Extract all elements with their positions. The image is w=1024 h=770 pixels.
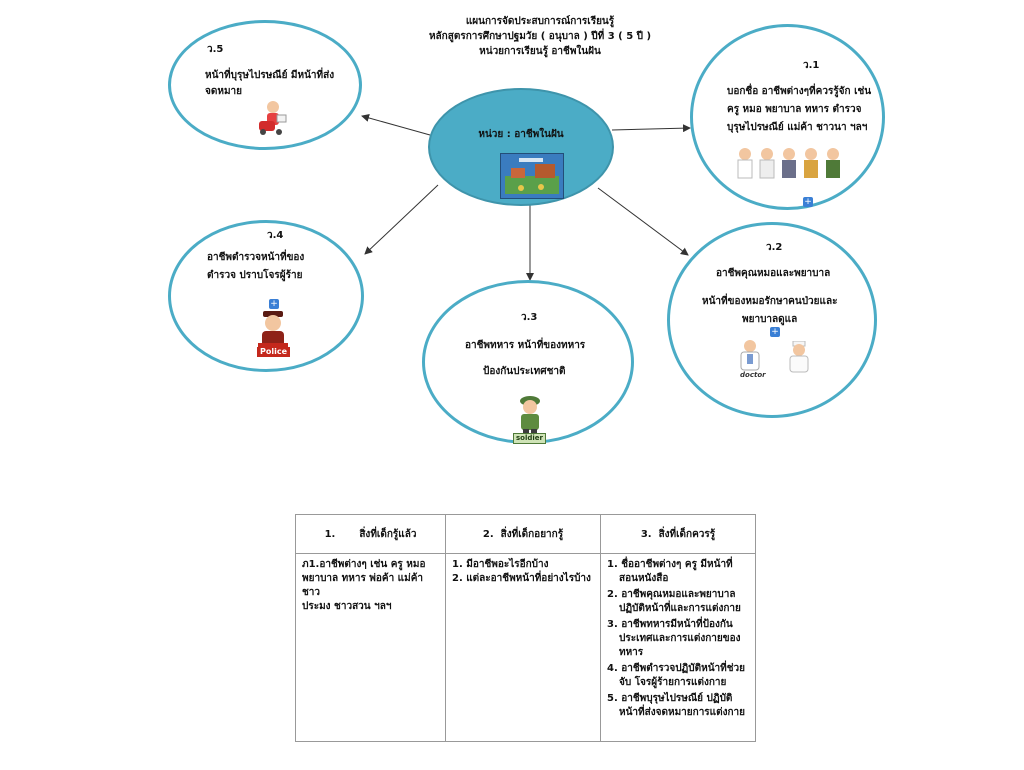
should-know-line: ประเทศและการแต่งกายของ [619, 633, 741, 644]
should-know-item: 5. อาชีพบุรุษไปรษณีย์ ปฏิบัติ หน้าที่ส่ง… [607, 692, 749, 720]
table-header-row: 1. สิ่งที่เด็กรู้แล้ว 2. สิ่งที่เด็กอยากร… [295, 514, 756, 554]
should-know-line: 2. อาชีพคุณหมอและพยาบาล [607, 589, 736, 600]
soldier-icon [520, 396, 540, 436]
want-line: 2. แต่ละอาชีพหน้าที่อย่างไรบ้าง [452, 573, 591, 584]
bubble-v1: ว.1 บอกชื่อ อาชีพต่างๆที่ควรรู้จัก เช่น … [690, 24, 885, 210]
expand-plus-icon[interactable]: + [803, 197, 813, 207]
should-know-item: 2. อาชีพคุณหมอและพยาบาล ปฏิบัติหน้าที่แล… [607, 588, 749, 616]
classroom-scene-icon [501, 154, 563, 198]
knowledge-table: 1. สิ่งที่เด็กรู้แล้ว 2. สิ่งที่เด็กอยากร… [295, 514, 756, 742]
header-number: 1. [324, 528, 336, 540]
header-label: สิ่งที่เด็กอยากรู้ [500, 528, 564, 540]
bubble-v1-line-1: บอกชื่อ อาชีพต่างๆที่ควรรู้จัก เช่น [727, 86, 872, 97]
header-number: 3. [640, 528, 652, 540]
title-line-1: แผนการจัดประสบการณ์การเรียนรู้ [465, 16, 615, 27]
should-know-line: 5. อาชีพบุรุษไปรษณีย์ ปฏิบัติ [607, 693, 733, 704]
header-number: 2. [482, 528, 494, 540]
doctor-icon [740, 340, 760, 371]
title-line-2: หลักสูตรการศึกษาปฐมวัย ( อนุบาล ) ปีที่ … [428, 31, 652, 42]
table-header-cell: 3. สิ่งที่เด็กควรรู้ [600, 514, 756, 554]
expand-plus-icon[interactable]: + [269, 299, 279, 309]
bubble-v2-number: ว.2 [766, 242, 783, 253]
known-line: ประมง ชาวสวน ฯลฯ [302, 601, 392, 612]
header-label: สิ่งที่เด็กควรรู้ [658, 528, 716, 540]
should-know-line: ปฏิบัติหน้าที่และการแต่งกาย [619, 603, 741, 614]
should-know-line: 4. อาชีพตำรวจปฏิบัติหน้าที่ช่วย [607, 663, 745, 674]
postman-icon [259, 101, 287, 135]
should-know-line: สอนหนังสือ [619, 573, 669, 584]
should-know-item: 4. อาชีพตำรวจปฏิบัติหน้าที่ช่วย จับ โจรผ… [607, 662, 749, 690]
nurse-icon [789, 341, 809, 373]
bubble-v5: ว.5 หน้าที่บุรุษไปรษณีย์ มีหน้าที่ส่ง จด… [168, 20, 362, 150]
bubble-v1-number: ว.1 [803, 60, 820, 71]
want-line: 1. มีอาชีพอะไรอีกบ้าง [452, 559, 549, 570]
arrow-to-v5 [361, 114, 431, 136]
known-line: ภ1.อาชีพต่างๆ เช่น ครู หมอ [302, 559, 426, 570]
title-line-3: หน่วยการเรียนรู้ อาชีพในฝัน [479, 46, 601, 57]
bubble-v3-line-1: อาชีพทหาร หน้าที่ของทหาร [465, 340, 586, 351]
bubble-v3-line-2: ป้องกันประเทศชาติ [483, 366, 566, 377]
arrow-to-v1 [611, 124, 691, 133]
bubble-v5-number: ว.5 [207, 44, 224, 55]
want-to-know-cell: 1. มีอาชีพอะไรอีกบ้าง 2. แต่ละอาชีพหน้าท… [445, 553, 601, 742]
should-know-line: 3. อาชีพทหารมีหน้าที่ป้องกัน [607, 619, 733, 630]
header-label: สิ่งที่เด็กรู้แล้ว [359, 528, 417, 540]
table-header-cell: 1. สิ่งที่เด็กรู้แล้ว [295, 514, 446, 554]
arrow-to-v4 [364, 184, 439, 255]
should-know-cell: 1. ชื่ออาชีพต่างๆ ครู มีหน้าที่ สอนหนังส… [600, 553, 756, 742]
should-know-item: 3. อาชีพทหารมีหน้าที่ป้องกัน ประเทศและกา… [607, 618, 749, 660]
should-know-line: 1. ชื่ออาชีพต่างๆ ครู มีหน้าที่ [607, 559, 733, 570]
soldier-caption: soldier [513, 433, 546, 444]
bubble-v4-number: ว.4 [267, 230, 284, 241]
expand-plus-icon[interactable]: + [770, 327, 780, 337]
center-topic-label: หน่วย : อาชีพในฝัน [478, 129, 564, 140]
bubble-v5-line-2: จดหมาย [205, 86, 243, 97]
should-know-line: จับ โจรผู้ร้ายการแต่งกาย [619, 677, 727, 688]
bubble-v2-line-1: อาชีพคุณหมอและพยาบาล [716, 268, 831, 279]
occupations-group-icon [737, 148, 840, 179]
bubble-v4-line-2: ตำรวจ ปราบโจรผู้ร้าย [207, 270, 303, 281]
bubble-v5-line-1: หน้าที่บุรุษไปรษณีย์ มีหน้าที่ส่ง [205, 70, 335, 81]
bubble-v2-line-2: หน้าที่ของหมอรักษาคนป่วยและ [702, 296, 838, 307]
arrow-to-v2 [597, 187, 689, 256]
table-header-cell: 2. สิ่งที่เด็กอยากรู้ [445, 514, 601, 554]
should-know-line: ทหาร [619, 647, 644, 658]
diagram-title: แผนการจัดประสบการณ์การเรียนรู้ หลักสูตรก… [330, 14, 750, 59]
bubble-v4-line-1: อาชีพตำรวจหน้าที่ของ [207, 252, 305, 263]
bubble-v1-line-3: บุรุษไปรษณีย์ แม่ค้า ชาวนา ฯลฯ [727, 122, 868, 133]
known-line: พยาบาล ทหาร พ่อค้า แม่ค้า ชาว [302, 573, 424, 598]
bubble-v1-line-2: ครู หมอ พยาบาล ทหาร ตำรวจ [727, 104, 862, 115]
bubble-v3-number: ว.3 [521, 312, 538, 323]
should-know-line: หน้าที่ส่งจดหมายการแต่งกาย [619, 707, 746, 718]
known-cell: ภ1.อาชีพต่างๆ เช่น ครู หมอ พยาบาล ทหาร พ… [295, 553, 446, 742]
table-row: ภ1.อาชีพต่างๆ เช่น ครู หมอ พยาบาล ทหาร พ… [295, 553, 756, 742]
should-know-item: 1. ชื่ออาชีพต่างๆ ครู มีหน้าที่ สอนหนังส… [607, 558, 749, 586]
center-topic-bubble: หน่วย : อาชีพในฝัน [428, 88, 614, 206]
doctor-caption: doctor [740, 371, 766, 379]
police-caption: Police [257, 347, 291, 357]
bubble-v2-line-3: พยาบาลดูแล [742, 314, 798, 325]
bubble-v2: ว.2 อาชีพคุณหมอและพยาบาล หน้าที่ของหมอรั… [667, 222, 877, 418]
bubble-v3: ว.3 อาชีพทหาร หน้าที่ของทหาร ป้องกันประเ… [422, 280, 634, 444]
bubble-v4: ว.4 อาชีพตำรวจหน้าที่ของ ตำรวจ ปราบโจรผู… [168, 220, 364, 372]
unit-illustration [500, 153, 564, 199]
